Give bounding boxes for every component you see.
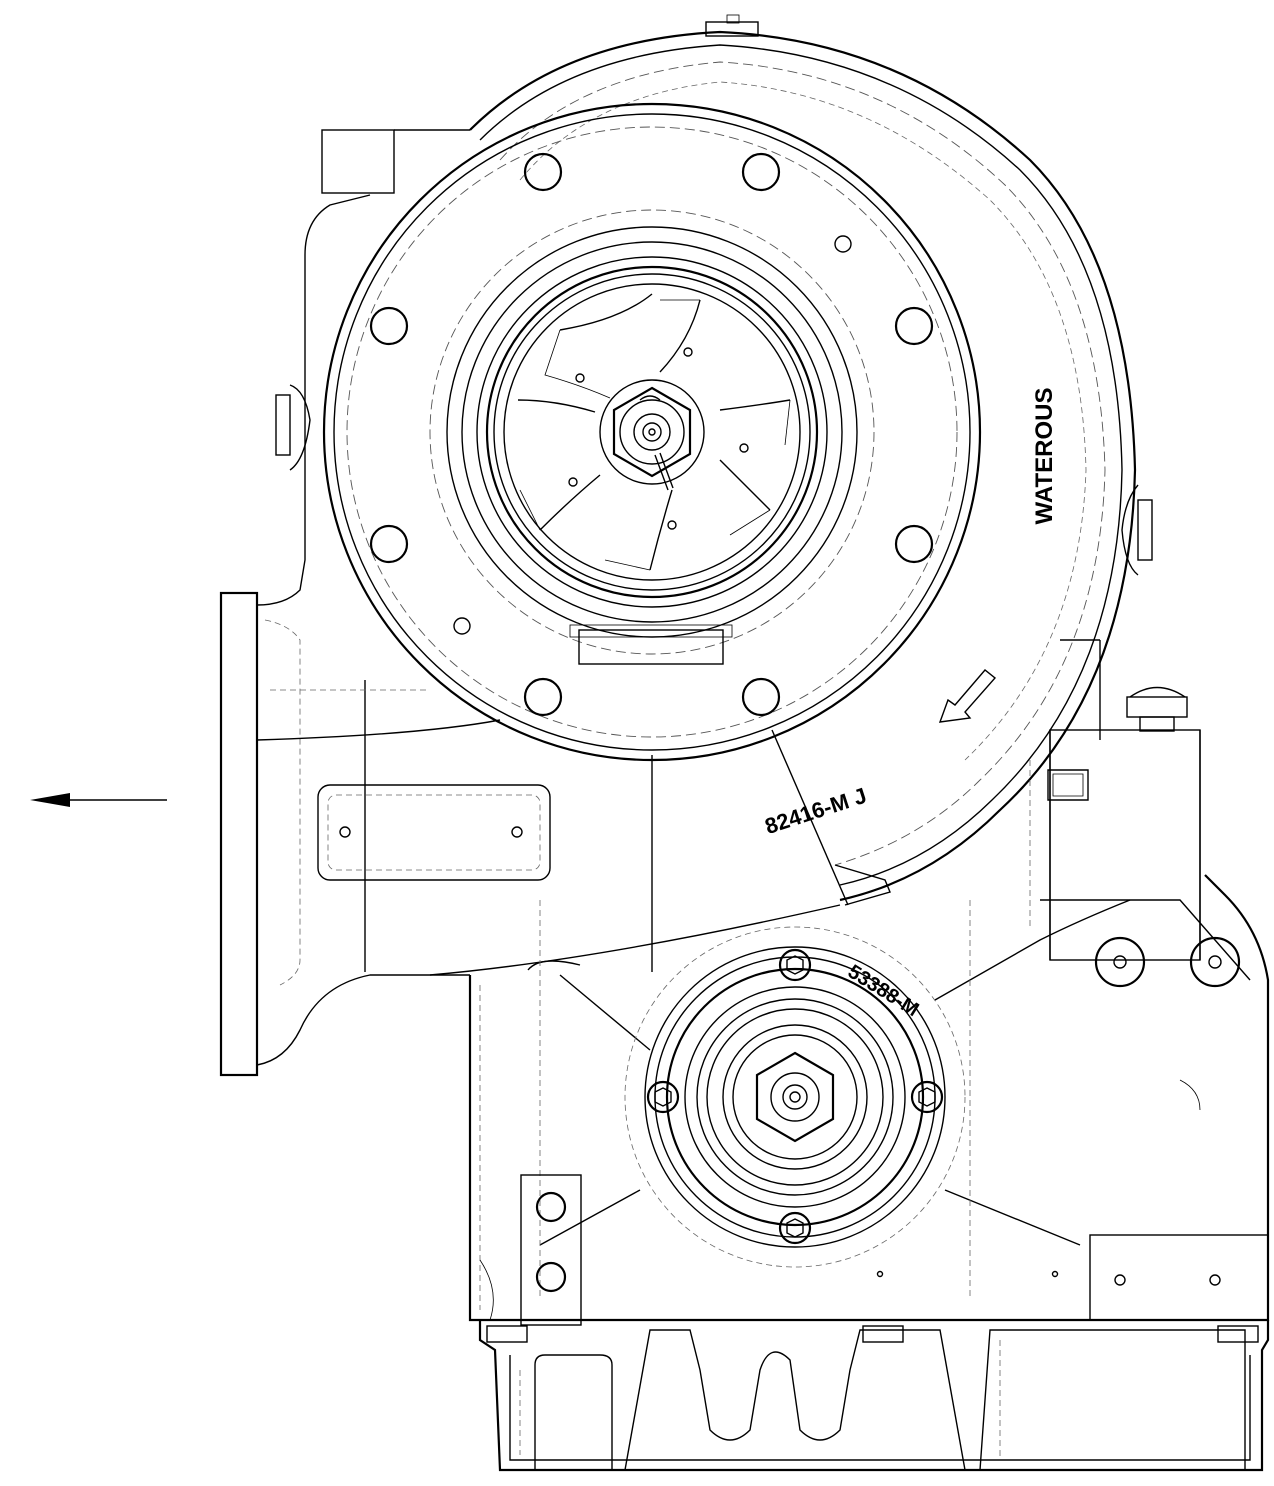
oil-pan xyxy=(478,1320,1270,1472)
discharge-flange xyxy=(219,194,551,1077)
brand-label: WATEROUS xyxy=(1031,388,1058,525)
gearbox-housing xyxy=(468,639,1270,1326)
suction-cover xyxy=(322,102,982,762)
gearbox-bearing-cover xyxy=(624,926,966,1268)
volute-housing xyxy=(275,14,1153,976)
impeller xyxy=(517,293,791,571)
gearbox-cover-part-number: 53388-M xyxy=(844,961,923,1021)
pan-bolts xyxy=(486,1325,1259,1343)
cover-bolt-holes xyxy=(369,152,934,717)
flow-direction-arrow-icon xyxy=(30,793,167,807)
cover-bolts xyxy=(646,948,944,1245)
